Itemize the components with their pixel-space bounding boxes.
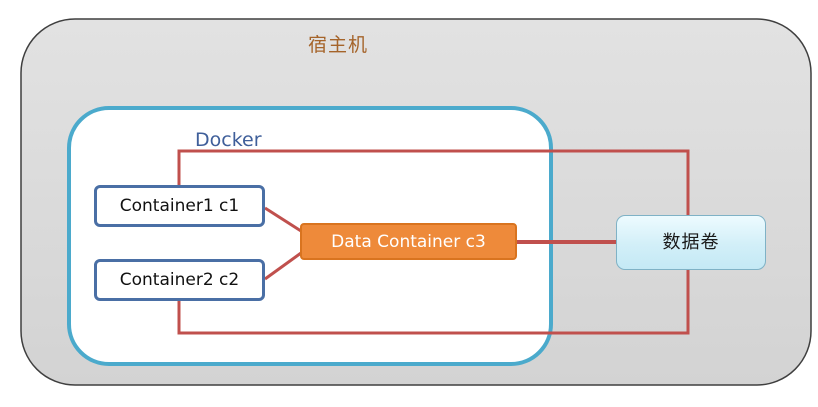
data-container-label: Data Container c3 [331,231,486,252]
mount-line-top [177,149,690,215]
data-volume-box: 数据卷 [616,215,766,270]
container1-label: Container1 c1 [119,196,240,216]
docker-label: Docker [195,129,262,151]
data-volume-label: 数据卷 [662,231,720,253]
link-container1-data [264,206,302,233]
host-label: 宿主机 [308,34,369,56]
data-container-box: Data Container c3 [300,223,517,260]
container2-label: Container2 c2 [119,270,240,290]
link-container2-data [264,251,302,281]
container1-box: Container1 c1 [94,185,265,227]
mount-line-bottom [177,270,690,335]
container2-box: Container2 c2 [94,259,265,301]
